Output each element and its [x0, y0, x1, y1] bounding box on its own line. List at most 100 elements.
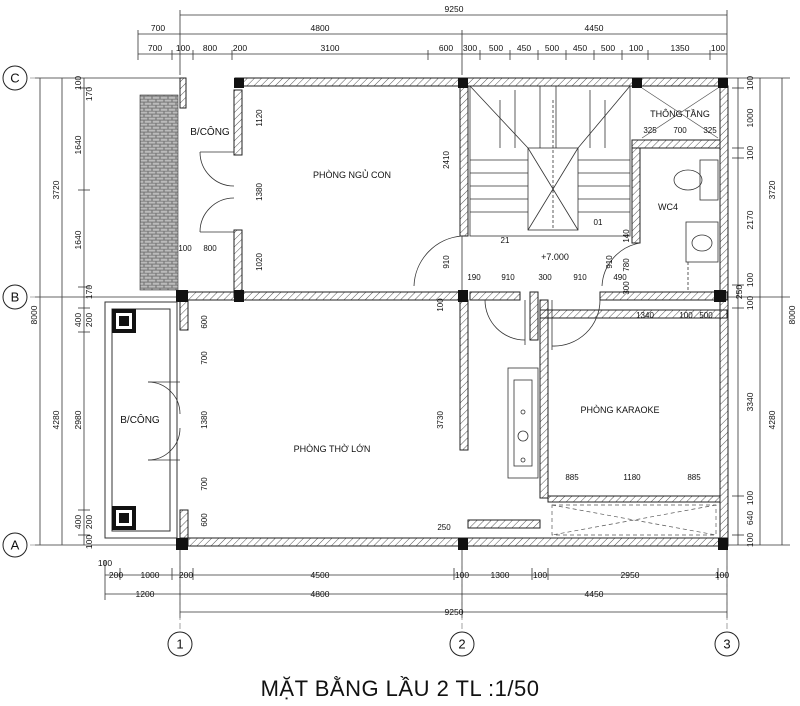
dim-inner-stair: 910: [442, 255, 451, 269]
grid-label-1: 1: [176, 637, 183, 652]
room-label-worship: PHÒNG THỜ LỚN: [294, 444, 371, 454]
dim-left-upper: 4280: [51, 410, 61, 429]
dim-left-detail: 400: [73, 515, 83, 529]
dim-bottom-row1: 2950: [621, 570, 640, 580]
dim-inner-stair: 910: [605, 255, 614, 269]
walls: [179, 77, 729, 547]
dim-inner-balcony: 1120: [255, 109, 264, 127]
dim-inner-corridor: 190: [467, 273, 481, 282]
staircase: [469, 85, 631, 237]
doors: [147, 151, 641, 461]
balcony-brick-top: [139, 94, 179, 291]
dim-top-row3: 3100: [321, 43, 340, 53]
grid-label-3: 3: [723, 637, 730, 652]
dim-bottom-row2: 4450: [585, 589, 604, 599]
dim-top-row2: 4800: [311, 23, 330, 33]
dim-top-row3: 500: [489, 43, 503, 53]
level-mark: +7.000: [541, 252, 569, 262]
dim-inner-worship: 3730: [436, 411, 445, 429]
dim-bottom-row1: 100: [715, 570, 729, 580]
grid-bubbles: [2, 65, 740, 657]
dim-inner-corridor: 300: [538, 273, 552, 282]
dim-inner-shaft: 325: [643, 126, 657, 135]
dim-right-upper: 3720: [767, 180, 777, 199]
dim-left-detail: 1640: [73, 230, 83, 249]
dim-bottom-overall: 9250: [445, 607, 464, 617]
dim-inner-shaft: 700: [673, 126, 687, 135]
dim-right-detail: 100: [745, 76, 755, 90]
dim-inner-stair: 140: [622, 229, 631, 243]
stair-end-label: 21: [501, 236, 510, 245]
dim-right-overall: 8000: [787, 305, 797, 324]
dim-inner-karaoke: 885: [565, 473, 579, 482]
dim-right-detail: 100: [745, 491, 755, 505]
dim-right-detail: 100: [745, 273, 755, 287]
grid-bubble-a: [2, 532, 28, 558]
dim-bottom-row1: 4500: [311, 570, 330, 580]
dim-left-detail: 170: [84, 87, 94, 101]
dim-bottom-row2: 4800: [311, 589, 330, 599]
grid-bubble-b: [2, 284, 28, 310]
grid-axes: [30, 77, 728, 630]
shaft-void: [641, 87, 719, 139]
dim-right-detail: 250: [734, 285, 744, 299]
dim-inner-balcony: 1020: [255, 253, 264, 271]
dim-bottom-row1: 200: [109, 570, 123, 580]
room-label-karaoke: PHÒNG KARAOKE: [580, 405, 659, 415]
dim-top-row3: 300: [463, 43, 477, 53]
dim-bottom-row1: 100: [455, 570, 469, 580]
dim-top-row3: 100: [629, 43, 643, 53]
dim-top-row3: 200: [233, 43, 247, 53]
balcony-lower-posts: [112, 309, 136, 530]
dim-left-overall: 8000: [29, 305, 39, 324]
dim-bottom-row1: 200: [179, 570, 193, 580]
grid-label-b: B: [11, 290, 20, 305]
dim-left-detail: 2980: [73, 410, 83, 429]
grid-bubble-3: [714, 631, 740, 657]
dim-inner-worship: 250: [437, 523, 451, 532]
dim-top-row3: 800: [203, 43, 217, 53]
dim-top-row3: 600: [439, 43, 453, 53]
room-label-shaft: THÔNG TẦNG: [650, 109, 710, 119]
room-label-bedroom: PHÒNG NGỦ CON: [313, 169, 391, 180]
dim-inner-corridor: 490: [613, 273, 627, 282]
dim-inner-balcony: 100: [178, 244, 192, 253]
dim-right-detail: 100: [745, 296, 755, 310]
dim-top-row3: 500: [601, 43, 615, 53]
grid-label-2: 2: [458, 637, 465, 652]
dim-inner-karaoke: 1340: [636, 311, 654, 320]
dim-right-upper: 4280: [767, 410, 777, 429]
dim-right-detail: 3340: [745, 392, 755, 411]
dim-top-row3: 450: [517, 43, 531, 53]
dim-inner-karaoke: 885: [687, 473, 701, 482]
dim-bottom-row1: 100: [533, 570, 547, 580]
dim-left-detail: 400: [73, 313, 83, 327]
dim-inner-stair: 780: [622, 258, 631, 272]
dim-bottom-row2: 1200: [136, 589, 155, 599]
balcony-lower: [104, 301, 178, 539]
drawing-title: MẶT BẰNG LẦU 2 TL :1/50: [260, 676, 540, 701]
dim-inner-karaoke: 100: [679, 311, 693, 320]
dim-top-row3: 100: [711, 43, 725, 53]
dim-bottom-row1: 1000: [141, 570, 160, 580]
dim-left-detail: 200: [84, 515, 94, 529]
dim-bottom-row1: 100: [98, 558, 112, 568]
dim-left-upper: 3720: [51, 180, 61, 199]
grid-label-a: A: [11, 538, 20, 553]
dim-inner-worship: 700: [200, 351, 209, 365]
dim-left-detail: 170: [84, 285, 94, 299]
karaoke-storage: [551, 504, 717, 536]
dim-right-detail: 2170: [745, 210, 755, 229]
dim-inner-corridor: 910: [573, 273, 587, 282]
dim-inner-shaft: 325: [703, 126, 717, 135]
grid-bubble-1: [167, 631, 193, 657]
dim-left-detail: 200: [84, 313, 94, 327]
grid-label-c: C: [10, 71, 19, 86]
dim-inner-corridor: 300: [622, 281, 631, 295]
columns: [176, 78, 728, 550]
dim-inner-worship: 100: [436, 298, 445, 312]
dim-top-row3: 450: [573, 43, 587, 53]
dim-inner-karaoke: 500: [699, 311, 713, 320]
dim-inner-balcony: 1380: [255, 183, 264, 201]
